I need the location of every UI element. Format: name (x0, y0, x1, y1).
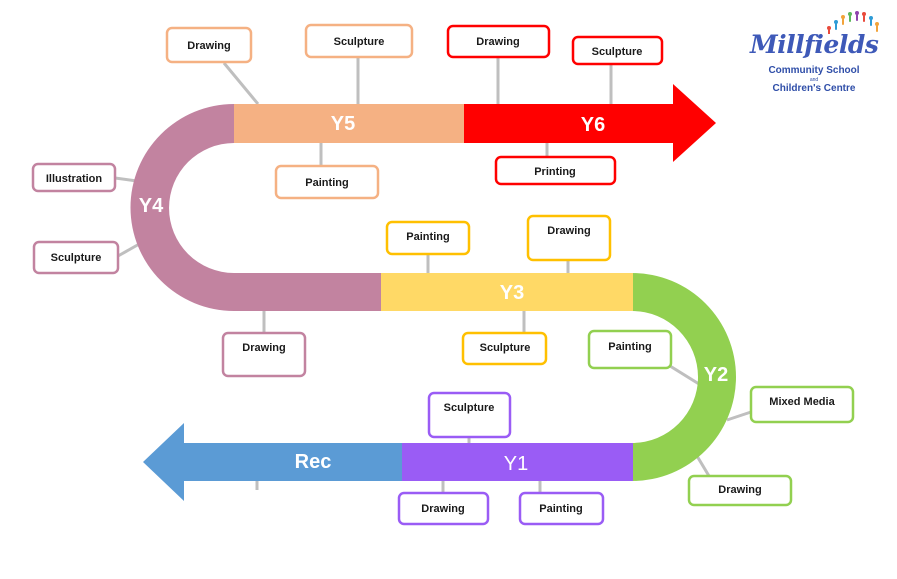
segment-y3-label: Y3 (500, 282, 524, 304)
y6-drawing-label: Drawing (476, 36, 519, 48)
segment-y6-label: Y6 (581, 114, 605, 136)
y1-drawing-box: Drawing (397, 491, 490, 526)
y2-drawing-box: Drawing (687, 474, 793, 507)
y4-drawing-box: Drawing (221, 331, 307, 378)
y4-sculpture-label: Sculpture (51, 252, 102, 264)
segment-y5-label: Y5 (331, 113, 355, 135)
logo-and: and (809, 77, 819, 83)
segment-rec-arrow (143, 423, 402, 501)
y4-sculpture-box: Sculpture (32, 240, 120, 275)
y5-painting-box: Painting (274, 164, 380, 200)
y4-illustration-label: Illustration (46, 173, 103, 185)
y3-painting-box: Painting (385, 220, 471, 256)
y5-drawing-box: Drawing (165, 26, 253, 64)
logo-community-school: Community School (768, 65, 860, 76)
y6-sculpture-label: Sculpture (592, 46, 643, 58)
children-figures-icon (827, 11, 879, 34)
logo-childrens-centre: Children's Centre (772, 83, 856, 94)
y2-painting-label: Painting (608, 341, 651, 353)
y6-sculpture-box: Sculpture (571, 35, 664, 66)
y2-painting-box: Painting (587, 329, 673, 370)
segment-rec-label: Rec (295, 451, 332, 473)
y4-illustration-box: Illustration (31, 162, 117, 193)
y1-drawing-label: Drawing (421, 503, 464, 515)
segment-y6-arrow (464, 84, 716, 162)
segment-y1-label: Y1 (504, 453, 528, 475)
connector-lines (114, 57, 752, 493)
y3-painting-label: Painting (406, 231, 449, 243)
y2-mixed-media-box: Mixed Media (749, 385, 855, 424)
segment-y2-curve (632, 273, 736, 481)
segment-y1-bar (401, 443, 633, 481)
school-logo: Millfields Community School and Children… (748, 10, 888, 100)
segment-y4-curve (130, 104, 234, 311)
y1-sculpture-box: Sculpture (427, 391, 512, 439)
y2-drawing-label: Drawing (718, 484, 761, 496)
segment-y3-bar (381, 273, 633, 311)
segment-y4-bar (233, 273, 382, 311)
y4-drawing-label: Drawing (242, 342, 285, 354)
y3-sculpture-label: Sculpture (480, 342, 531, 354)
segment-y2-label: Y2 (704, 364, 728, 386)
y1-sculpture-label: Sculpture (444, 402, 495, 414)
y1-painting-box: Painting (518, 491, 605, 526)
y5-painting-label: Painting (305, 177, 348, 189)
y3-sculpture-box: Sculpture (461, 331, 548, 366)
y6-drawing-box: Drawing (446, 24, 551, 59)
y6-printing-box: Printing (494, 155, 617, 186)
logo-school-name: Millfields (750, 30, 879, 59)
y6-printing-label: Printing (534, 166, 576, 178)
y5-sculpture-label: Sculpture (334, 36, 385, 48)
y1-painting-label: Painting (539, 503, 582, 515)
segment-y5-bar (234, 104, 465, 143)
y2-mixed-media-label: Mixed Media (769, 396, 835, 408)
y5-sculpture-box: Sculpture (304, 23, 414, 59)
segment-y4-label: Y4 (139, 195, 164, 217)
y3-drawing-box: Drawing (526, 214, 612, 262)
y5-drawing-label: Drawing (187, 40, 230, 52)
y3-drawing-label: Drawing (547, 225, 590, 237)
